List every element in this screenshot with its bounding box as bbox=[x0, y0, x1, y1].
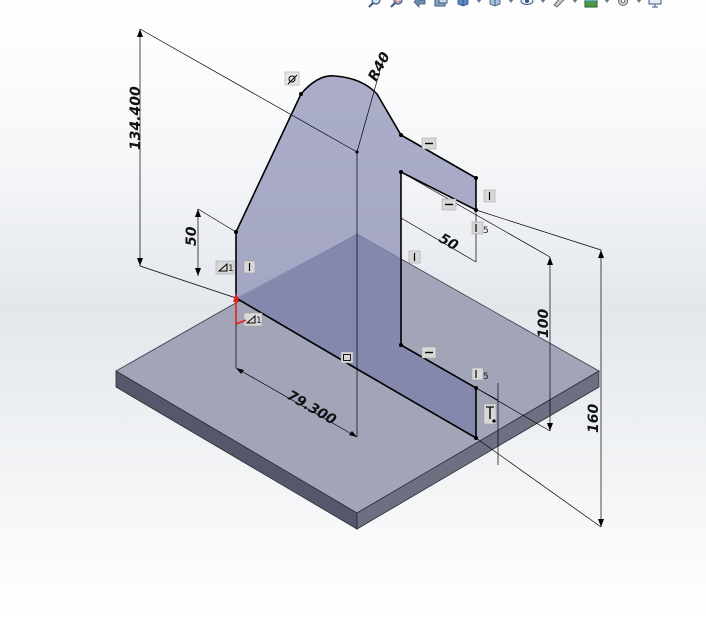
sketch-outline bbox=[235, 75, 477, 440]
offset-label-2: 5 bbox=[483, 372, 489, 382]
dim-overall-height[interactable]: 134.400 bbox=[128, 86, 144, 150]
tangent-relation-icon[interactable] bbox=[284, 71, 300, 86]
display-style-icon[interactable] bbox=[486, 0, 504, 8]
apply-scene-dropdown[interactable] bbox=[604, 0, 610, 7]
svg-text:1: 1 bbox=[256, 316, 262, 326]
dimension-arrows bbox=[137, 29, 604, 527]
offset-label: 5 bbox=[483, 226, 489, 236]
base-plate-right-face[interactable] bbox=[356, 370, 600, 530]
coincident-relation-icon[interactable]: 1 bbox=[215, 260, 235, 275]
dim-slot-height[interactable]: 100 bbox=[536, 309, 552, 338]
vertical-relation-icon[interactable] bbox=[483, 189, 496, 203]
apply-scene-icon[interactable] bbox=[582, 0, 600, 8]
view-orientation-icon[interactable] bbox=[454, 0, 472, 8]
horizontal-relation-icon-2[interactable] bbox=[441, 198, 457, 211]
view-orientation-dropdown[interactable] bbox=[476, 0, 482, 7]
midpoint-relation-icon[interactable] bbox=[340, 351, 354, 364]
view-settings-icon[interactable] bbox=[614, 0, 632, 8]
previous-view-icon[interactable] bbox=[410, 0, 428, 8]
zoom-area-icon[interactable] bbox=[388, 0, 406, 8]
fix-vertical-relation-icon[interactable] bbox=[483, 403, 497, 425]
section-view-icon[interactable] bbox=[432, 0, 450, 8]
horizontal-relation-icon-3[interactable] bbox=[421, 346, 437, 359]
zoom-to-fit-icon[interactable] bbox=[366, 0, 384, 8]
hide-show-items-icon[interactable] bbox=[518, 0, 536, 8]
monitor-icon[interactable] bbox=[646, 0, 664, 8]
heads-up-view-toolbar bbox=[366, 0, 664, 8]
hide-show-dropdown[interactable] bbox=[540, 0, 546, 7]
dim-arc-radius[interactable]: R40 bbox=[365, 49, 393, 83]
horizontal-relation-icon[interactable] bbox=[421, 137, 437, 150]
svg-text:1: 1 bbox=[228, 264, 234, 274]
coincident-relation-icon-2[interactable]: 1 bbox=[243, 312, 263, 327]
dim-base-depth[interactable]: 160 bbox=[586, 404, 602, 433]
dim-lower-height[interactable]: 50 bbox=[184, 226, 200, 246]
edit-appearance-dropdown[interactable] bbox=[572, 0, 578, 7]
edit-appearance-icon[interactable] bbox=[550, 0, 568, 8]
sketch-points[interactable] bbox=[234, 92, 478, 440]
display-style-dropdown[interactable] bbox=[508, 0, 514, 7]
dimension-lines bbox=[139, 28, 602, 528]
vertical-relation-icon-2[interactable] bbox=[408, 250, 421, 264]
view-settings-dropdown[interactable] bbox=[636, 0, 642, 7]
vertical-relation-icon-5[interactable] bbox=[471, 367, 484, 381]
sketch-lines[interactable] bbox=[235, 75, 477, 440]
sketch-origin[interactable] bbox=[233, 293, 247, 325]
sketch-profile-face[interactable] bbox=[236, 75, 476, 439]
vertical-relation-icon-4[interactable] bbox=[471, 221, 484, 235]
relation-glyphs: 5 5 1 1 bbox=[215, 71, 497, 425]
vertical-relation-icon-3[interactable] bbox=[243, 260, 256, 274]
